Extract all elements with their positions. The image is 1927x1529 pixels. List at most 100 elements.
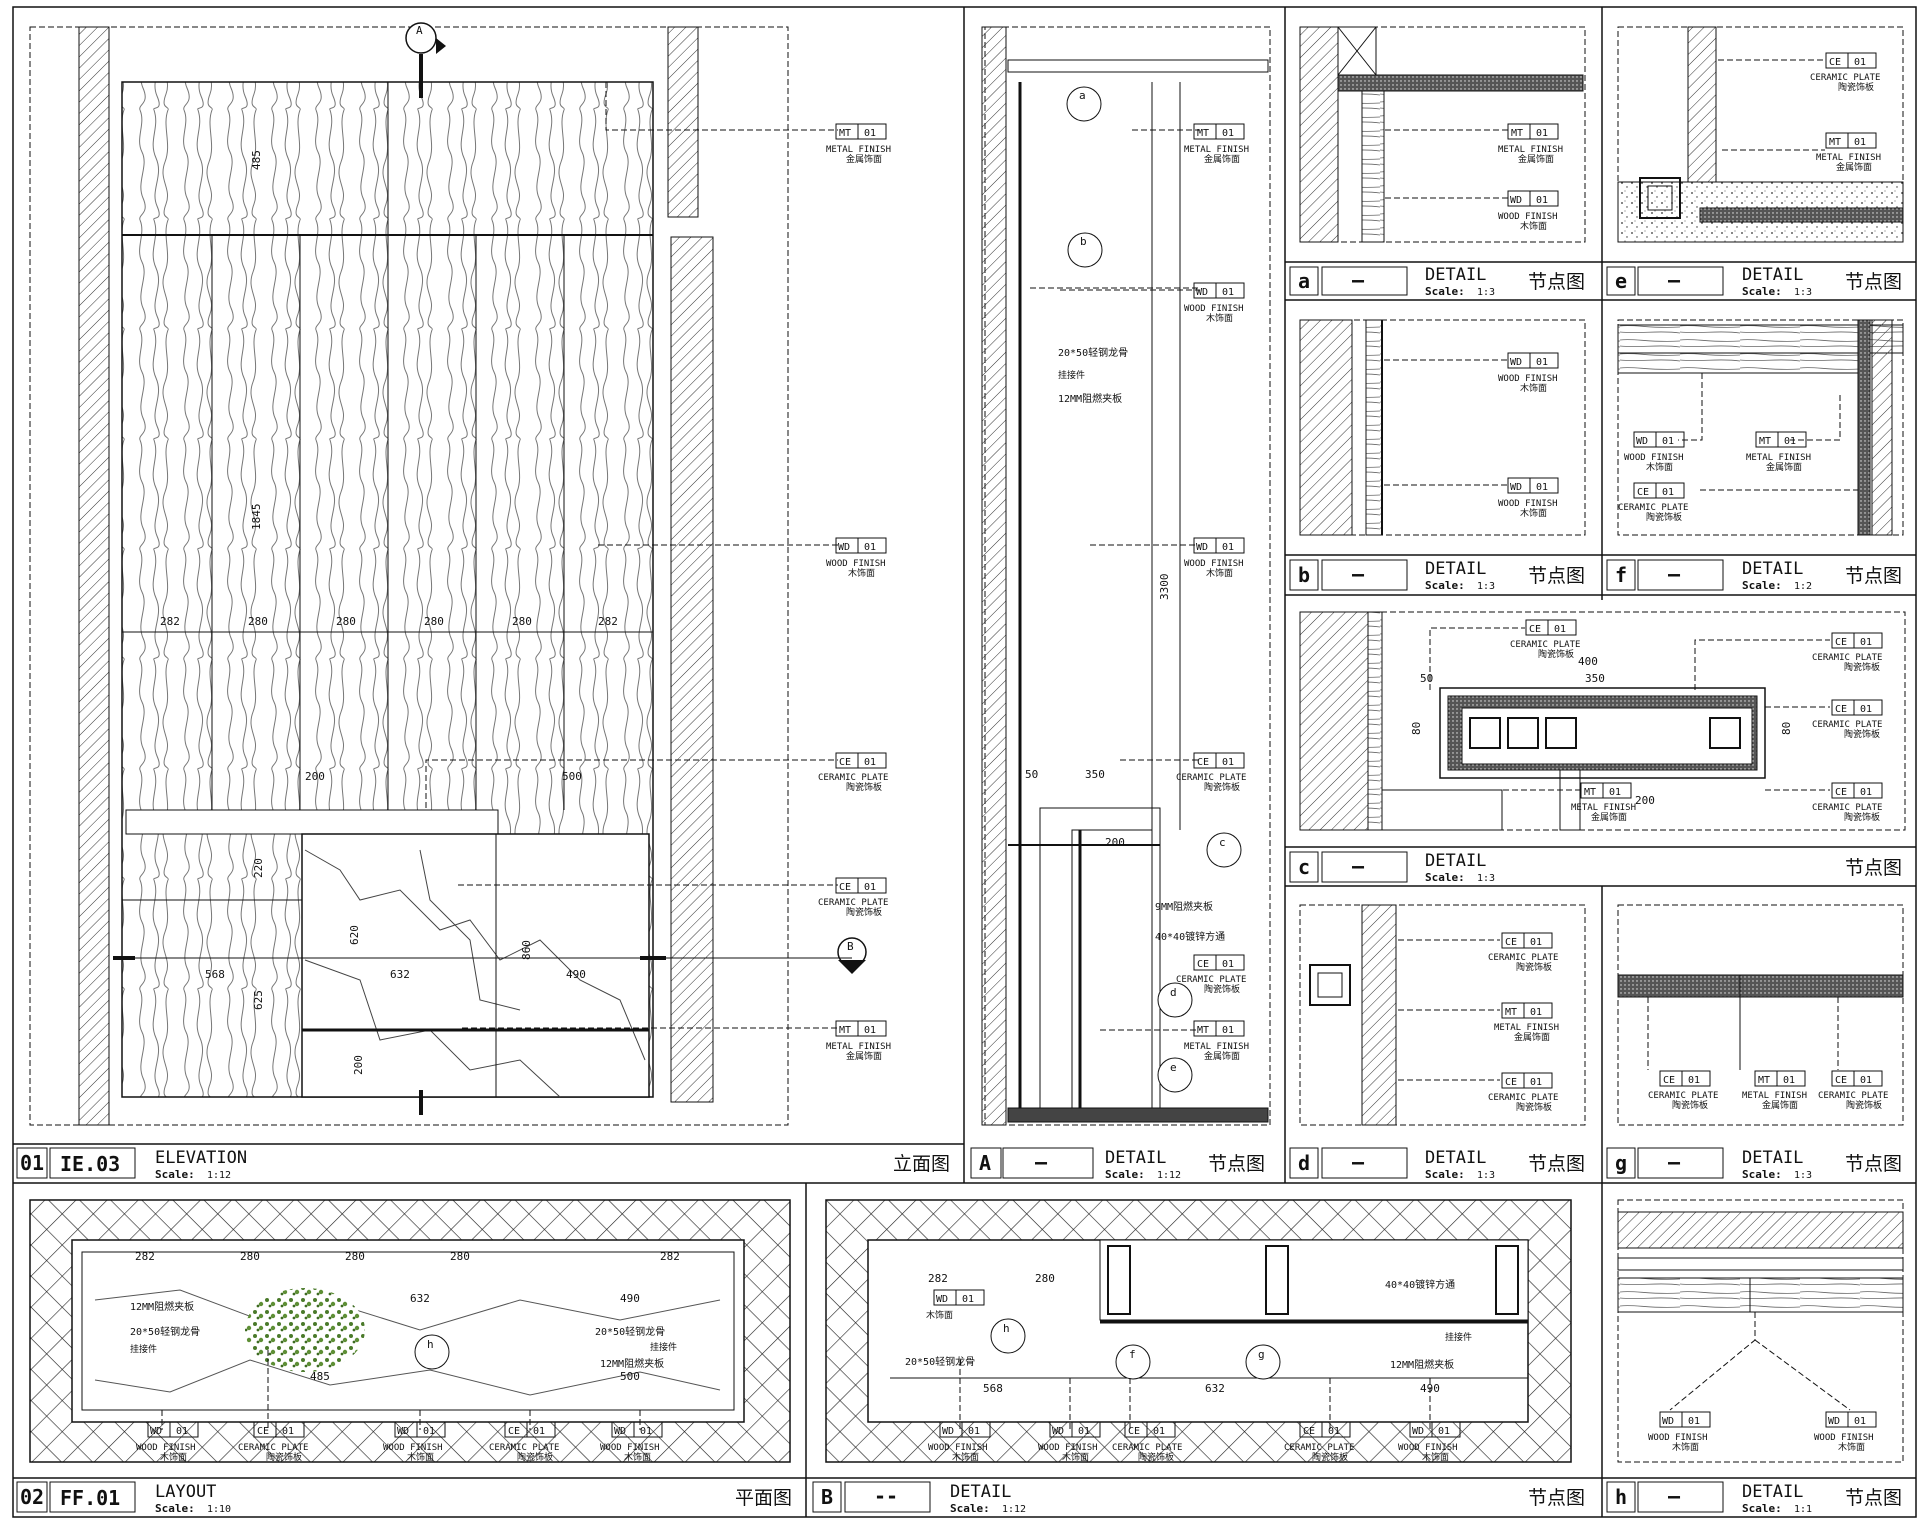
svg-text:1:3: 1:3 bbox=[1477, 873, 1495, 884]
svg-text:CERAMIC PLATE: CERAMIC PLATE bbox=[1810, 73, 1880, 83]
svg-text:WD: WD bbox=[614, 1426, 626, 1437]
svg-text:CE: CE bbox=[508, 1426, 520, 1437]
svg-text:节点图: 节点图 bbox=[1845, 1153, 1902, 1175]
dim-282-right: 282 bbox=[598, 615, 618, 628]
svg-text:MT: MT bbox=[1197, 128, 1209, 139]
svg-text:1:3: 1:3 bbox=[1477, 287, 1495, 298]
svg-text:01: 01 bbox=[1536, 195, 1548, 206]
dim-485: 485 bbox=[250, 150, 263, 170]
dim-632: 632 bbox=[390, 968, 410, 981]
dim-500: 500 bbox=[562, 770, 582, 783]
svg-text:01: 01 bbox=[864, 757, 876, 768]
title-block-detail-b: b — DETAIL Scale: 1:3 节点图 bbox=[1285, 554, 1916, 596]
svg-text:CE: CE bbox=[1829, 57, 1841, 68]
svg-text:木饰面: 木饰面 bbox=[624, 1451, 651, 1463]
svg-text:CERAMIC PLATE: CERAMIC PLATE bbox=[238, 1443, 308, 1453]
svg-text:—: — bbox=[1668, 562, 1681, 586]
svg-text:01: 01 bbox=[1222, 959, 1234, 970]
svg-text:WD: WD bbox=[1196, 287, 1208, 298]
svg-text:WOOD FINISH: WOOD FINISH bbox=[1648, 1433, 1708, 1443]
dim-1845: 1845 bbox=[250, 504, 263, 531]
detail-f-tag-ce: CE 01 CERAMIC PLATE 陶瓷饰板 bbox=[1618, 482, 1688, 523]
svg-text:LAYOUT: LAYOUT bbox=[155, 1482, 216, 1502]
svg-text:WD: WD bbox=[942, 1426, 954, 1437]
svg-text:CE: CE bbox=[1529, 624, 1541, 635]
svg-text:MT: MT bbox=[839, 128, 851, 139]
svg-text:DETAIL: DETAIL bbox=[1105, 1148, 1166, 1168]
section-marker-a-label: A bbox=[416, 24, 423, 37]
svg-text:WOOD FINISH: WOOD FINISH bbox=[136, 1443, 196, 1453]
detail-marker-b bbox=[1067, 232, 1103, 268]
layout-tag-wd2: WD 01 WOOD FINISH 木饰面 bbox=[383, 1421, 446, 1463]
material-tag-a-mt: MT 01 METAL FINISH 金属饰面 bbox=[1184, 123, 1249, 165]
detail-b-plan-tag-ce2: CE 01 CERAMIC PLATE 陶瓷饰板 bbox=[1284, 1421, 1354, 1463]
svg-text:1:12: 1:12 bbox=[1002, 1504, 1026, 1515]
svg-text:500: 500 bbox=[620, 1370, 640, 1383]
svg-text:CE: CE bbox=[1197, 959, 1209, 970]
svg-text:WOOD FINISH: WOOD FINISH bbox=[1814, 1433, 1874, 1443]
svg-text:WD: WD bbox=[1636, 436, 1648, 447]
svg-text:01: 01 bbox=[1860, 1075, 1872, 1086]
svg-text:Scale:: Scale: bbox=[1742, 1168, 1782, 1181]
svg-text:MT: MT bbox=[839, 1025, 851, 1036]
title-block-detail-c: c — DETAIL Scale: 1:3 节点图 bbox=[1285, 846, 1916, 887]
dim-200: 200 bbox=[305, 770, 325, 783]
svg-text:FF.01: FF.01 bbox=[60, 1486, 120, 1510]
svg-text:DETAIL: DETAIL bbox=[1742, 1148, 1803, 1168]
svg-text:01: 01 bbox=[1530, 1007, 1542, 1018]
svg-text:WD: WD bbox=[1196, 542, 1208, 553]
svg-text:CE: CE bbox=[839, 882, 851, 893]
svg-text:CE: CE bbox=[1835, 787, 1847, 798]
note-board9: 9MM阻燃夹板 bbox=[1155, 900, 1213, 913]
svg-text:MT: MT bbox=[1511, 128, 1523, 139]
svg-text:1:3: 1:3 bbox=[1477, 581, 1495, 592]
svg-text:WD: WD bbox=[1052, 1426, 1064, 1437]
svg-text:WOOD FINISH: WOOD FINISH bbox=[1398, 1443, 1458, 1453]
title-block-detail-plan-b: B -- DETAIL Scale: 1:12 节点图 bbox=[812, 1481, 1585, 1515]
detail-a-tag-mt: MT 01 METAL FINISH 金属饰面 bbox=[1498, 123, 1563, 165]
svg-text:WD: WD bbox=[150, 1426, 162, 1437]
detail-b-plan-tag-wd1: WD 01 木饰面 bbox=[926, 1289, 985, 1321]
svg-text:MT: MT bbox=[1758, 1075, 1770, 1086]
detail-b-plan-tag-wd4: WD 01 WOOD FINISH 木饰面 bbox=[1398, 1421, 1461, 1463]
svg-text:WD: WD bbox=[1510, 195, 1522, 206]
svg-text:挂接件: 挂接件 bbox=[650, 1341, 677, 1353]
svg-text:MT: MT bbox=[1584, 787, 1596, 798]
svg-text:01: 01 bbox=[1860, 704, 1872, 715]
svg-text:木饰面: 木饰面 bbox=[1520, 382, 1547, 394]
svg-text:CERAMIC PLATE: CERAMIC PLATE bbox=[818, 898, 888, 908]
svg-text:280: 280 bbox=[240, 1250, 260, 1263]
svg-text:01: 01 bbox=[533, 1426, 545, 1437]
detail-plan-b-drawing: h f g 40*40镀锌方通 挂接件 12MM阻燃夹板 20*50轻钢龙骨 2… bbox=[825, 1199, 1572, 1463]
svg-text:01: 01 bbox=[1222, 1025, 1234, 1036]
svg-text:陶瓷饰板: 陶瓷饰板 bbox=[1516, 961, 1552, 973]
svg-text:WD: WD bbox=[1412, 1426, 1424, 1437]
svg-text:Scale:: Scale: bbox=[155, 1502, 195, 1515]
svg-text:f: f bbox=[1129, 1348, 1136, 1361]
svg-text:b: b bbox=[1080, 235, 1087, 248]
svg-text:WOOD FINISH: WOOD FINISH bbox=[1184, 559, 1244, 569]
detail-b-plan-tag-wd3: WD 01 WOOD FINISH 木饰面 bbox=[1038, 1421, 1101, 1463]
svg-text:WOOD FINISH: WOOD FINISH bbox=[1498, 499, 1558, 509]
svg-text:1:12: 1:12 bbox=[207, 1170, 231, 1181]
svg-text:金属饰面: 金属饰面 bbox=[1514, 1031, 1550, 1043]
material-tag-mt-1: MT 01 METAL FINISH 金属饰面 bbox=[826, 123, 891, 165]
svg-text:金属饰面: 金属饰面 bbox=[1766, 461, 1802, 473]
svg-text:—: — bbox=[1668, 1484, 1681, 1508]
svg-text:280: 280 bbox=[1035, 1272, 1055, 1285]
svg-text:CERAMIC PLATE: CERAMIC PLATE bbox=[1176, 975, 1246, 985]
svg-text:木饰面: 木饰面 bbox=[1520, 507, 1547, 519]
svg-text:50: 50 bbox=[1025, 768, 1038, 781]
svg-text:CE: CE bbox=[839, 757, 851, 768]
svg-text:WOOD FINISH: WOOD FINISH bbox=[600, 1443, 660, 1453]
title-block-layout: 02 FF.01 LAYOUT Scale: 1:10 平面图 bbox=[13, 1477, 1916, 1515]
svg-text:CE: CE bbox=[1128, 1426, 1140, 1437]
svg-text:12MM阻燃夹板: 12MM阻燃夹板 bbox=[600, 1357, 664, 1370]
svg-text:DETAIL: DETAIL bbox=[950, 1482, 1011, 1502]
svg-text:g: g bbox=[1615, 1151, 1627, 1175]
svg-text:METAL FINISH: METAL FINISH bbox=[1571, 803, 1636, 813]
svg-text:282: 282 bbox=[660, 1250, 680, 1263]
svg-text:d: d bbox=[1298, 1151, 1310, 1175]
svg-text:01: 01 bbox=[864, 1025, 876, 1036]
svg-text:METAL FINISH: METAL FINISH bbox=[1184, 145, 1249, 155]
